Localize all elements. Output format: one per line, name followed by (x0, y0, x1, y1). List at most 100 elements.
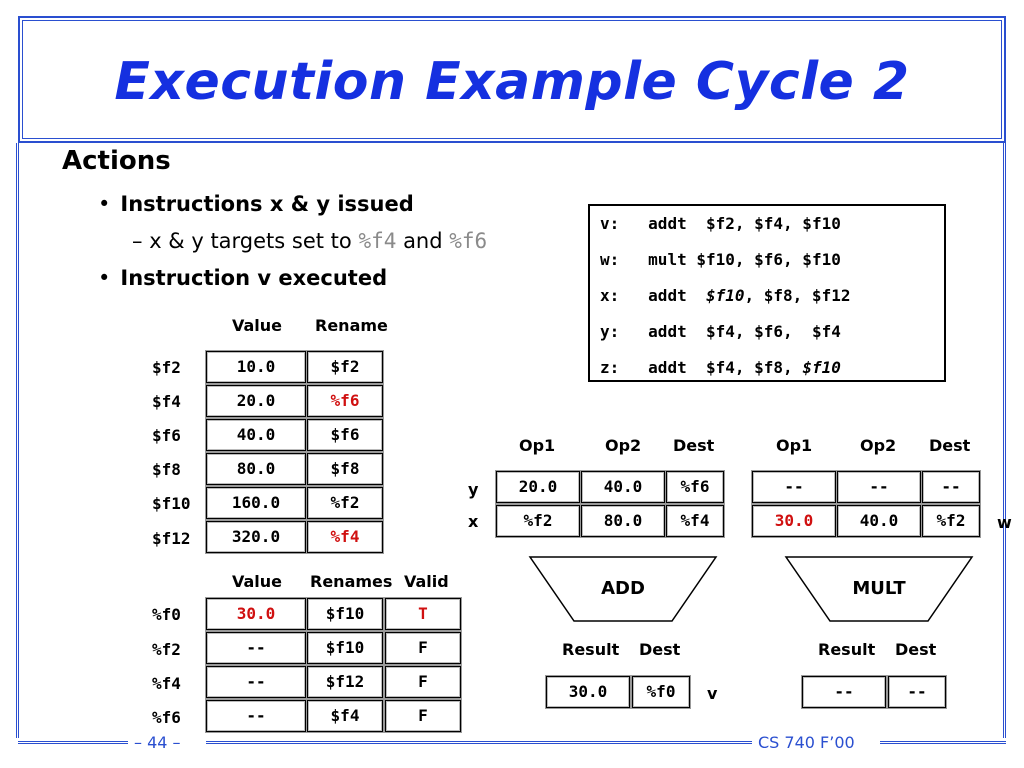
bullet-1: • Instructions x & y issued (98, 192, 414, 216)
rename-header-rename: Rename (315, 316, 388, 335)
phys-value-cell: -- (206, 666, 306, 698)
phys-valid-cell: T (385, 598, 461, 630)
mult-result-cell: -- (802, 676, 886, 708)
sub-1-pre: x & y targets set to (149, 229, 359, 253)
mult-op2-cell: 40.0 (837, 505, 921, 537)
mult-header-op2: Op2 (860, 436, 897, 455)
mult-dest-cell: -- (922, 471, 980, 503)
rename-rename-cell: %f2 (307, 487, 383, 519)
add-row-label-y: y (468, 480, 479, 499)
rename-reg-f4: $f4 (152, 392, 181, 411)
add-dest-cell: %f6 (666, 471, 724, 503)
phys-header-valid: Valid (404, 572, 449, 591)
title-frame-inner (22, 20, 1002, 139)
title-frame (18, 16, 1006, 143)
rename-value-cell: 320.0 (206, 521, 306, 553)
sub-dash: – (132, 229, 150, 253)
phys-header-renames: Renames (310, 572, 393, 591)
code-line-z: z: addt $f4, $f8, $f10 (600, 358, 841, 377)
right-border (1003, 143, 1006, 738)
sub-bullet-1: – x & y targets set to %f4 and %f6 (132, 229, 487, 253)
sub-1-reg2: %f6 (449, 229, 488, 253)
add-op2-cell: 80.0 (581, 505, 665, 537)
mult-result-header: Result (818, 640, 876, 659)
bullet-2-text: Instruction v executed (120, 266, 388, 290)
rename-value-cell: 20.0 (206, 385, 306, 417)
mult-header-dest: Dest (929, 436, 971, 455)
add-result-header: Result (562, 640, 620, 659)
left-border (16, 143, 19, 738)
rename-rename-cell: $f6 (307, 419, 383, 451)
add-result-dest-cell: %f0 (632, 676, 690, 708)
add-op1-cell: %f2 (496, 505, 580, 537)
code-line-v: v: addt $f2, $f4, $f10 (600, 214, 841, 233)
rename-rename-cell: $f2 (307, 351, 383, 383)
rename-reg-f12: $f12 (152, 529, 191, 548)
phys-valid-cell: F (385, 666, 461, 698)
rename-reg-f8: $f8 (152, 460, 181, 479)
add-op2-cell: 40.0 (581, 471, 665, 503)
phys-value-cell: -- (206, 700, 306, 732)
add-result-label-v: v (707, 684, 718, 703)
add-header-op2: Op2 (605, 436, 642, 455)
rename-rename-cell: $f8 (307, 453, 383, 485)
add-header-op1: Op1 (519, 436, 556, 455)
rename-value-cell: 160.0 (206, 487, 306, 519)
bullet-dot: • (98, 192, 111, 216)
add-unit-label: ADD (601, 578, 645, 599)
phys-reg-f0: %f0 (152, 605, 181, 624)
phys-value-cell: -- (206, 632, 306, 664)
code-listing: v: addt $f2, $f4, $f10 w: mult $f10, $f6… (588, 204, 946, 382)
phys-value-cell: 30.0 (206, 598, 306, 630)
sub-1-reg1: %f4 (358, 229, 397, 253)
phys-valid-cell: F (385, 632, 461, 664)
actions-heading: Actions (62, 146, 171, 176)
footer-rule-middle (206, 741, 752, 744)
add-result-cell: 30.0 (546, 676, 630, 708)
mult-header-op1: Op1 (776, 436, 813, 455)
add-result-dest-header: Dest (639, 640, 681, 659)
sub-1-mid: and (396, 229, 450, 253)
phys-reg-f4: %f4 (152, 674, 181, 693)
course-label: CS 740 F’00 (758, 733, 855, 752)
slide-title: Execution Example Cycle 2 (114, 52, 910, 112)
add-unit-shape (528, 556, 718, 622)
page-number: – 44 – (134, 733, 181, 752)
rename-value-cell: 80.0 (206, 453, 306, 485)
rename-reg-f10: $f10 (152, 494, 191, 513)
add-dest-cell: %f4 (666, 505, 724, 537)
phys-reg-f6: %f6 (152, 708, 181, 727)
phys-renames-cell: $f10 (307, 632, 383, 664)
phys-renames-cell: $f12 (307, 666, 383, 698)
mult-row-label-w: w (997, 513, 1012, 532)
bullet-dot: • (98, 266, 111, 290)
mult-result-dest-cell: -- (888, 676, 946, 708)
phys-header-value: Value (232, 572, 283, 591)
add-row-label-x: x (468, 512, 479, 531)
code-line-x: x: addt $f10, $f8, $f12 (600, 286, 851, 305)
phys-renames-cell: $f4 (307, 700, 383, 732)
mult-unit-label: MULT (852, 578, 906, 599)
code-line-y: y: addt $f4, $f6, $f4 (600, 322, 841, 341)
phys-valid-cell: F (385, 700, 461, 732)
footer-rule-left (18, 741, 128, 744)
rename-reg-f2: $f2 (152, 358, 181, 377)
code-line-w: w: mult $f10, $f6, $f10 (600, 250, 841, 269)
rename-value-cell: 10.0 (206, 351, 306, 383)
rename-value-cell: 40.0 (206, 419, 306, 451)
bullet-2: • Instruction v executed (98, 266, 387, 290)
bullet-1-text: Instructions x & y issued (120, 192, 414, 216)
mult-result-dest-header: Dest (895, 640, 937, 659)
mult-unit-shape (784, 556, 974, 622)
phys-reg-f2: %f2 (152, 640, 181, 659)
mult-dest-cell: %f2 (922, 505, 980, 537)
footer-rule-right (880, 741, 1006, 744)
rename-reg-f6: $f6 (152, 426, 181, 445)
mult-op1-cell: -- (752, 471, 836, 503)
mult-op1-cell: 30.0 (752, 505, 836, 537)
phys-renames-cell: $f10 (307, 598, 383, 630)
add-op1-cell: 20.0 (496, 471, 580, 503)
rename-header-value: Value (232, 316, 283, 335)
rename-rename-cell: %f6 (307, 385, 383, 417)
mult-op2-cell: -- (837, 471, 921, 503)
